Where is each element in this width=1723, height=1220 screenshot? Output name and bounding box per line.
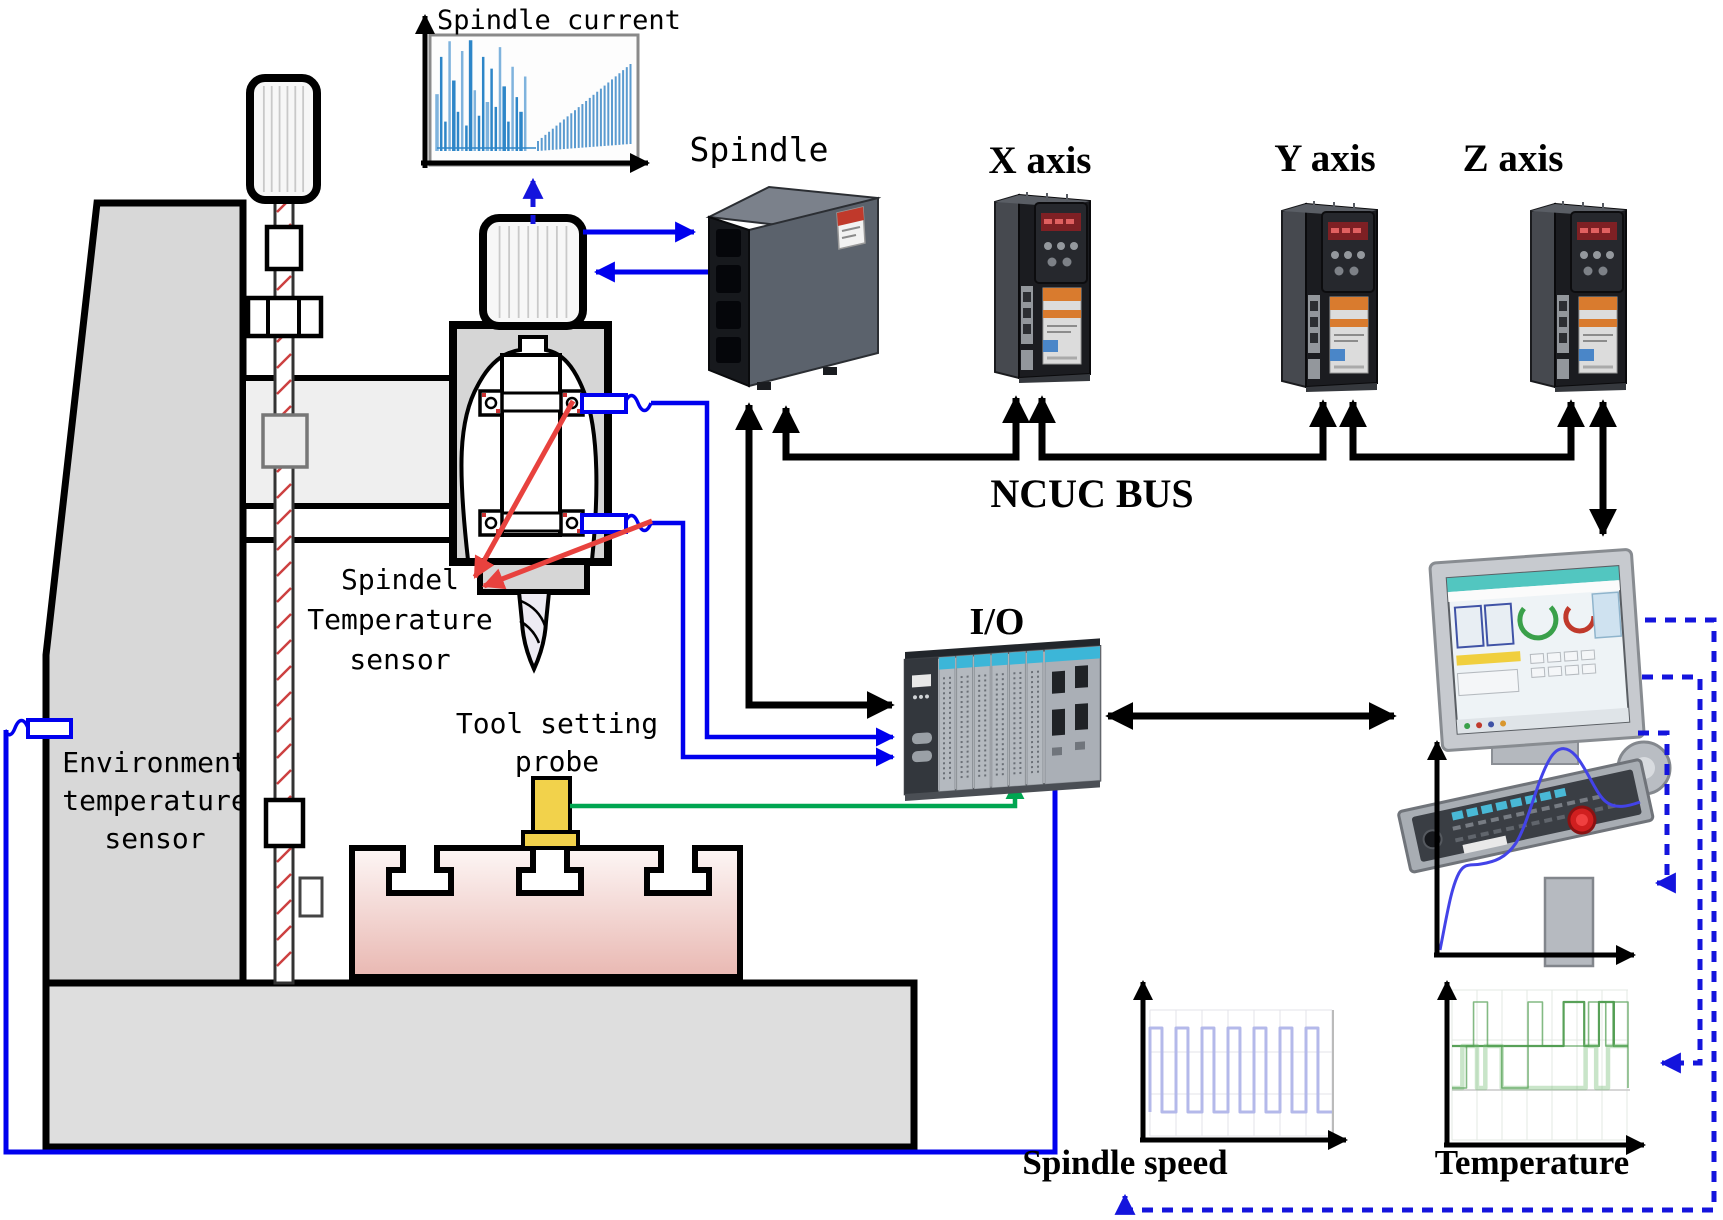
ncuc-bus-label: NCUC BUS xyxy=(990,471,1194,516)
x-axis-label: X axis xyxy=(988,139,1092,182)
spindle-temp-sensor-bottom xyxy=(580,513,895,767)
screw-nut xyxy=(261,413,309,469)
spindle-head xyxy=(449,321,612,674)
bus-segment-spindle-x xyxy=(772,395,1030,461)
z-axis-label: Z axis xyxy=(1462,137,1564,180)
spindle-speed-label: Spindle speed xyxy=(1022,1143,1228,1182)
tool-setting-probe xyxy=(521,776,580,850)
work-table xyxy=(349,845,743,980)
spindle-temp-pointer-arrows xyxy=(472,399,653,590)
hmi-stand xyxy=(1543,876,1595,968)
hmi-feedback-lines xyxy=(1114,617,1717,1215)
spindle-current-chart xyxy=(415,14,650,173)
spindle-speed-chart xyxy=(1133,980,1348,1150)
io-rack xyxy=(903,638,1102,801)
io-label: I/O xyxy=(969,601,1025,643)
bus-segment-y-z xyxy=(1339,399,1585,461)
x-axis-drive-unit xyxy=(993,190,1092,383)
spindle-temp-sensor-top xyxy=(580,393,895,747)
feedback-to-thermal-error xyxy=(1638,730,1676,894)
spindle-drive-label: Spindle xyxy=(689,130,829,169)
io-spindle-link xyxy=(735,402,895,719)
machine-column xyxy=(42,199,247,987)
y-axis-label: Y axis xyxy=(1274,137,1376,180)
feedback-to-temperature xyxy=(1642,674,1703,1074)
y-axis-drive-unit xyxy=(1280,199,1379,392)
screw-end-support xyxy=(263,797,306,849)
feedback-to-spindle-speed xyxy=(1114,617,1717,1215)
thermal-error-chart xyxy=(1427,740,1641,965)
hmi-monitor xyxy=(1428,548,1646,752)
bus-arrows xyxy=(735,395,1617,730)
bus-segment-x-y xyxy=(1028,395,1337,461)
sensor-wiring xyxy=(3,177,1066,1155)
z-axis-motor xyxy=(246,74,321,204)
machine-tool xyxy=(42,74,918,1151)
spindle-drive-unit xyxy=(705,185,882,390)
temperature-label: Temperature xyxy=(1434,1143,1630,1182)
machine-base xyxy=(42,979,918,1151)
cutting-tool xyxy=(516,590,552,674)
environment-temp-sensor xyxy=(3,718,1066,1155)
spindle-current-label: Spindle current xyxy=(437,5,681,36)
temperature-chart xyxy=(1437,980,1646,1155)
cnc-hmi-panel xyxy=(1397,548,1672,968)
z-axis-drive-unit xyxy=(1529,199,1628,392)
thermal-error-curve xyxy=(1438,747,1641,951)
screw-coupling xyxy=(264,224,304,272)
spindle-motor xyxy=(479,214,587,330)
screw-bearing-block xyxy=(245,295,324,339)
table-stop-block xyxy=(298,876,324,918)
